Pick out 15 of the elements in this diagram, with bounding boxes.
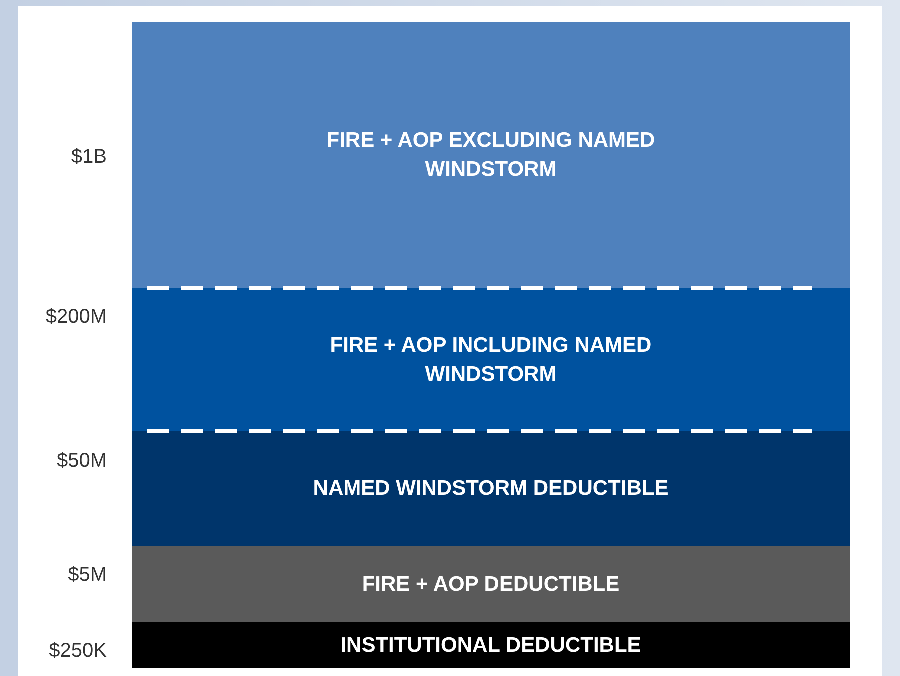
tier-band (132, 22, 850, 288)
tier-band (132, 622, 850, 668)
axis-value: $50M (56, 450, 107, 473)
tier-band (132, 288, 850, 431)
axis-value: $250K (49, 640, 107, 663)
axis-value: $1B (71, 146, 107, 169)
axis-value: $5M (68, 564, 107, 587)
tier-band (132, 431, 850, 546)
axis-value: $200M (46, 306, 107, 329)
band-label: INSTITUTIONAL DEDUCTIBLE (340, 632, 642, 658)
band-label: FIRE + AOP DEDUCTIBLE (361, 572, 621, 598)
tier-band (132, 546, 850, 622)
band-label: NAMED WINDSTORM DEDUCTIBLE (312, 476, 670, 502)
band-label: FIRE + AOP EXCLUDING NAMED WINDSTORM (326, 128, 656, 183)
band-label: FIRE + AOP INCLUDING NAMED WINDSTORM (329, 332, 653, 388)
